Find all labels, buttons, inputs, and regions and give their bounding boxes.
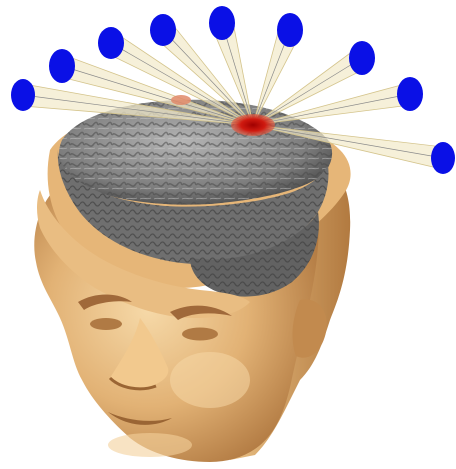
source-dot-2 (49, 49, 75, 83)
source-dot-1 (11, 79, 35, 111)
beam-cone-8 (253, 83, 412, 125)
left-eye (90, 318, 122, 330)
focus-spot (231, 114, 275, 136)
source-dot-5 (209, 6, 235, 40)
secondary-spot (171, 95, 191, 105)
chin-highlight (108, 433, 192, 457)
source-dot-4 (150, 14, 176, 46)
head (34, 100, 350, 462)
source-dot-9 (431, 142, 455, 174)
source-dot-8 (397, 77, 423, 111)
ear (293, 299, 327, 357)
cheek-highlight (170, 352, 250, 408)
source-dot-3 (98, 27, 124, 59)
source-dot-6 (277, 13, 303, 47)
right-eye (182, 328, 218, 341)
source-dot-7 (349, 41, 375, 75)
